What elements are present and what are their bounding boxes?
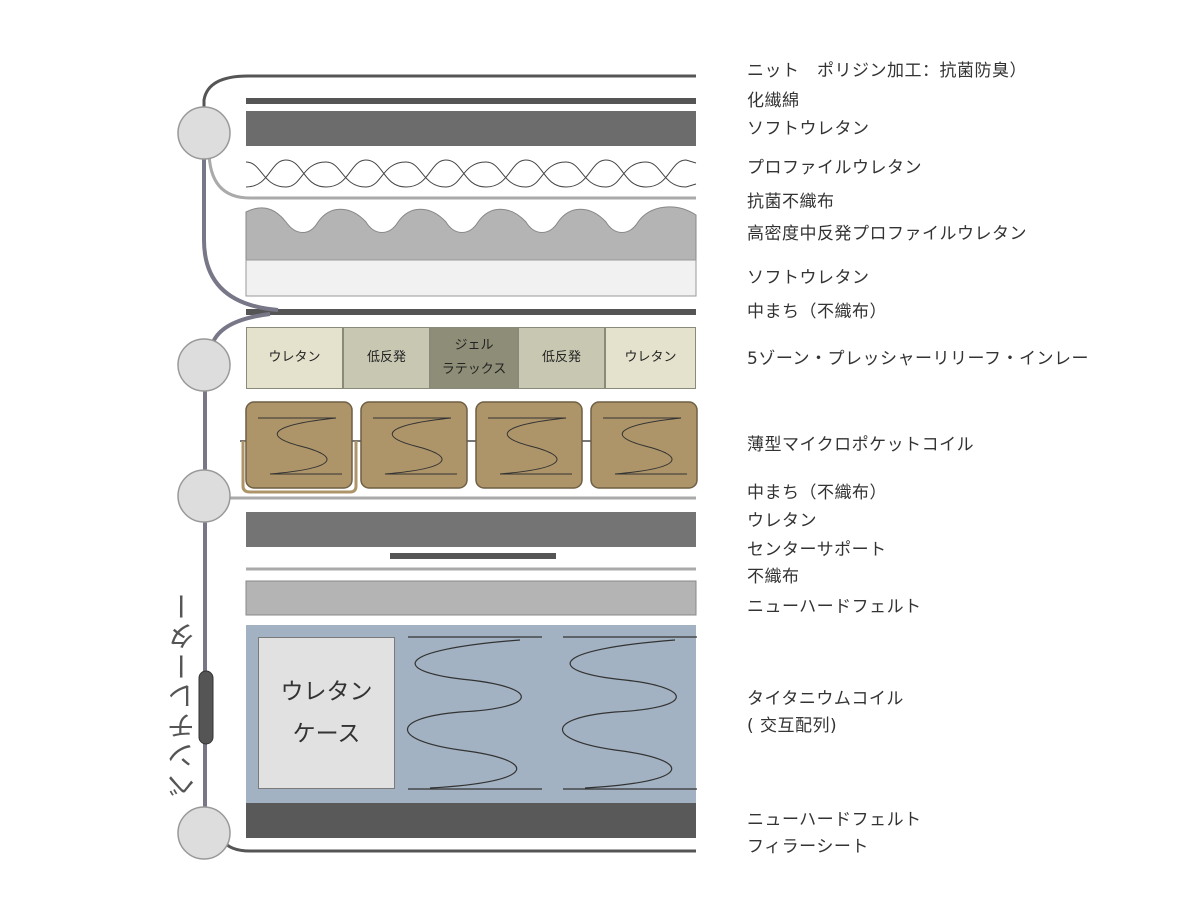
soft-urethane-2-layer (245, 259, 697, 297)
urethane-layer (246, 512, 696, 547)
label-knit: ニット ポリジン加工：抗菌防臭） (747, 61, 1027, 81)
label-profile-urethane: プロファイルウレタン (747, 158, 922, 178)
zone-cell-urethane-right: ウレタン (605, 327, 696, 389)
vent-pill (198, 670, 214, 745)
label-middle-gusset-2: 中まち（不織布） (747, 483, 887, 503)
soft-urethane-top-layer (246, 111, 696, 146)
middle-gusset-1-layer (246, 309, 696, 315)
vent-circle-1 (177, 106, 231, 160)
label-filler-sheet: フィラーシート (747, 837, 869, 857)
zone-cell-low-rebound-left: 低反発 (343, 327, 430, 389)
zone-cell-low-rebound-right: 低反発 (518, 327, 605, 389)
high-density-profile-layer (245, 206, 697, 261)
urethane-case: ウレタン ケース (258, 637, 395, 789)
profile-urethane-wave (245, 159, 697, 188)
label-synthetic-cotton: 化繊綿 (747, 91, 800, 111)
ventilator-label: ベンチレーター (166, 590, 199, 800)
label-nonwoven: 不織布 (747, 567, 800, 587)
label-antibacterial-nonwoven: 抗菌不織布 (747, 192, 835, 212)
titanium-coil-springs (407, 636, 697, 790)
new-hard-felt-2-layer (246, 803, 696, 838)
new-hard-felt-1-layer (245, 580, 697, 616)
micro-pocket-coil-layer (240, 401, 698, 494)
vent-circle-4 (177, 806, 231, 860)
label-urethane: ウレタン (747, 511, 817, 531)
upper-cover-curve (207, 149, 696, 200)
label-high-density-profile: 高密度中反発プロファイルウレタン (747, 224, 1027, 244)
profile-urethane-wave-upper (245, 161, 697, 188)
label-middle-gusset-1: 中まち（不織布） (747, 302, 887, 322)
center-support-bar (390, 553, 556, 559)
vent-upper-curve (202, 140, 279, 312)
label-center-support: センターサポート (747, 540, 887, 560)
label-five-zone-inlay: 5ゾーン・プレッシャーリリーフ・インレー (747, 349, 1089, 369)
label-micro-pocket-coil: 薄型マイクロポケットコイル (747, 435, 975, 455)
zone-cell-urethane-left: ウレタン (246, 327, 343, 389)
bottom-border-curve (220, 839, 696, 853)
knit-layer (246, 98, 696, 104)
label-soft-urethane-top: ソフトウレタン (747, 119, 870, 139)
vent-circle-2 (177, 338, 231, 392)
label-titanium-coil-arrangement: ( 交互配列) (747, 716, 838, 736)
label-titanium-coil: タイタニウムコイル (747, 689, 904, 709)
vent-circle-3 (177, 469, 231, 523)
label-new-hard-felt-1: ニューハードフェルト (747, 597, 922, 617)
top-border-curve (202, 74, 696, 132)
zone-cell-gel-latex: ジェル ラテックス (430, 327, 518, 389)
label-new-hard-felt-2: ニューハードフェルト (747, 810, 922, 830)
label-soft-urethane-2: ソフトウレタン (747, 268, 870, 288)
